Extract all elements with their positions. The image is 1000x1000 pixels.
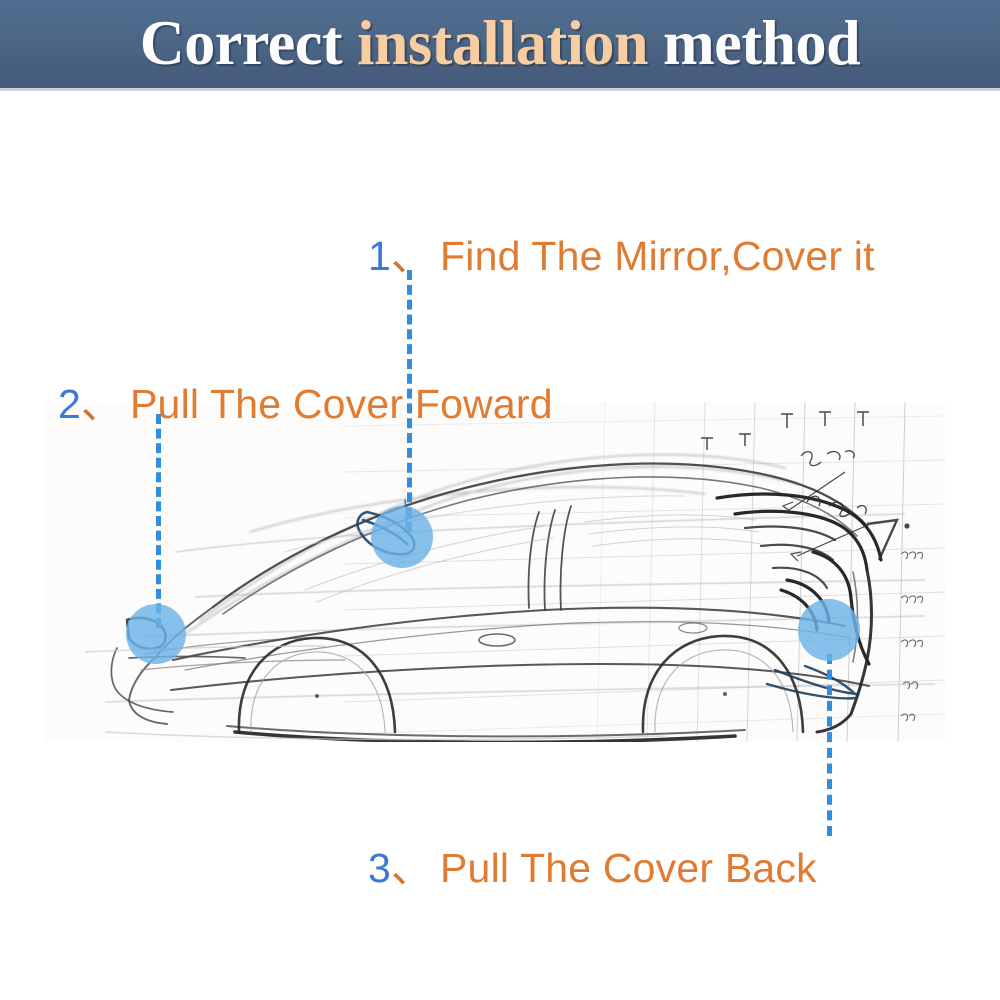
highlight-dot-rear-bumper — [798, 599, 860, 661]
highlight-dot-front-bumper — [126, 604, 186, 664]
step-label-1: 1、Find The Mirror,Cover it — [368, 222, 875, 282]
page-title: Correct installation method — [15, 0, 985, 88]
car-sketch-illustration — [45, 402, 945, 742]
title-segment-2: installation — [357, 7, 648, 78]
connector-line-step-2 — [156, 414, 161, 628]
connector-line-step-3 — [827, 654, 832, 836]
step-1-separator: 、 — [391, 233, 432, 279]
step-3-number: 3 — [368, 845, 392, 891]
margin-measurement-marks — [900, 551, 924, 722]
step-1-text: Find The Mirror,Cover it — [440, 233, 875, 279]
step-2-text: Pull The Cover Foward — [130, 381, 553, 427]
title-segment-1: Correct — [139, 7, 358, 78]
step-2-number: 2 — [58, 381, 82, 427]
handwritten-annotations — [701, 411, 910, 562]
step-1-number: 1 — [368, 233, 392, 279]
step-label-2: 2、Pull The Cover Foward — [58, 370, 553, 430]
title-segment-3: method — [647, 7, 861, 78]
connector-line-step-1 — [407, 270, 412, 532]
car-sketch-svg — [45, 402, 945, 742]
rear-bumper-detail — [765, 664, 859, 700]
step-3-text: Pull The Cover Back — [440, 845, 817, 891]
car-sketch-strokes — [110, 453, 883, 742]
step-label-3: 3、Pull The Cover Back — [368, 834, 817, 894]
step-3-separator: 、 — [391, 845, 432, 891]
step-2-separator: 、 — [81, 381, 122, 427]
paper-background — [45, 402, 945, 742]
highlight-dot-side-mirror — [371, 506, 433, 568]
banner-divider — [0, 88, 1000, 91]
title-banner: Correct installation method — [0, 0, 1000, 88]
